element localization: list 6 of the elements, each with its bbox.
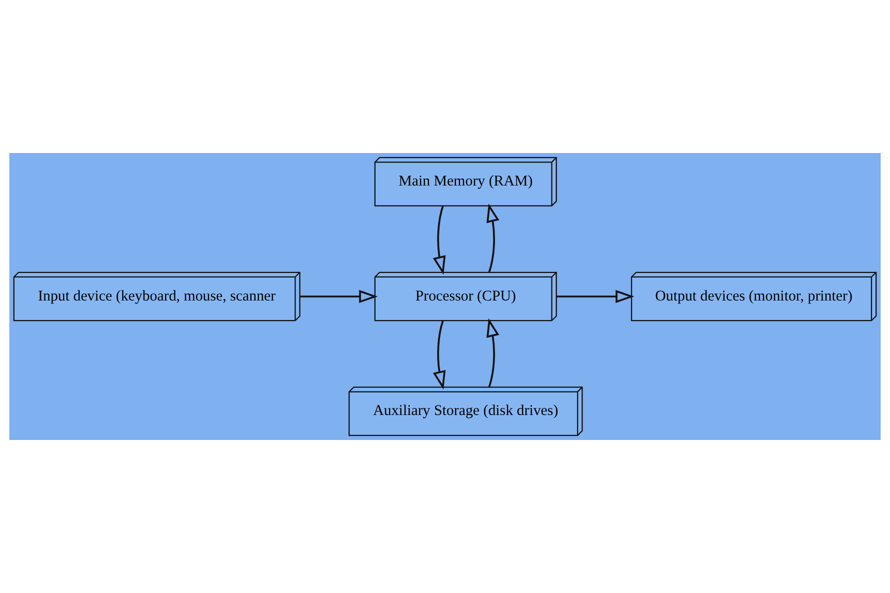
arrow <box>432 320 446 390</box>
arrow <box>556 290 634 304</box>
arrow <box>300 290 378 304</box>
arrow <box>486 318 500 388</box>
arrow <box>432 206 446 275</box>
arrow <box>486 203 500 272</box>
